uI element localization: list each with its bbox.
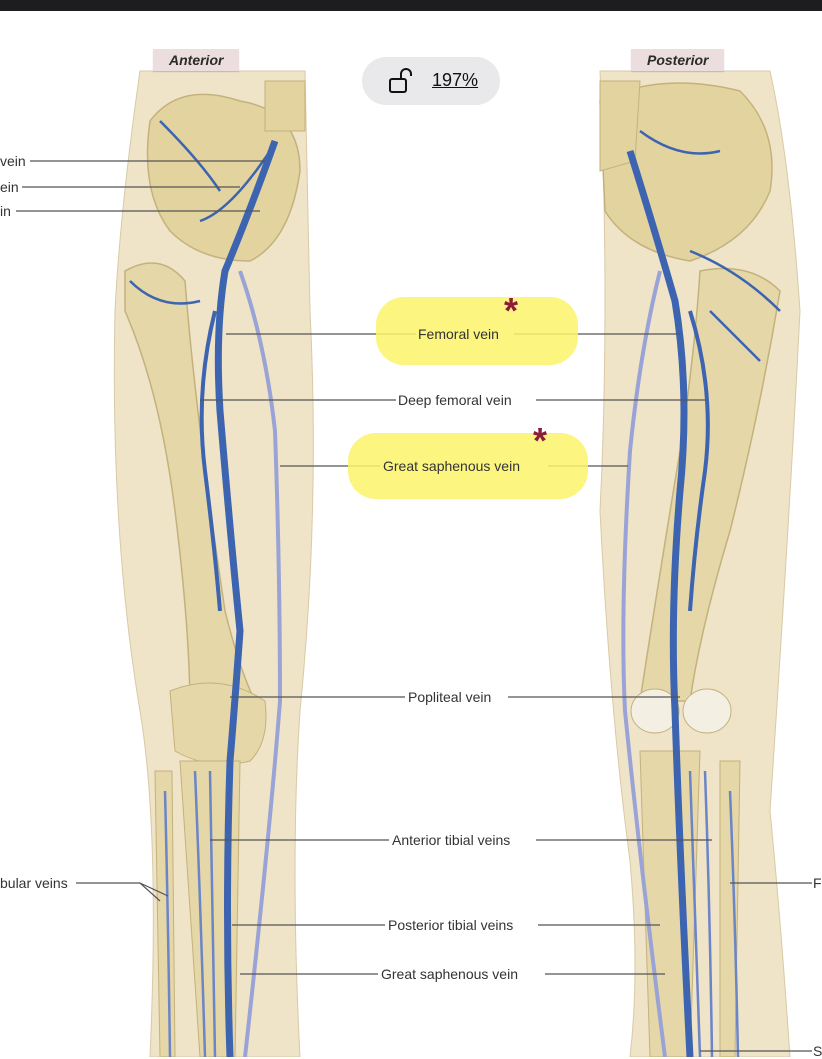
star-annotation-saphenous: * (533, 420, 548, 461)
leader-lines (16, 160, 812, 1052)
anterior-leg (113, 70, 314, 1057)
popliteal-vein-label: Popliteal vein (408, 689, 492, 705)
anterior-iliac-branches (129, 120, 272, 305)
posterior-leg (599, 70, 801, 1057)
anterior-knee (169, 682, 267, 765)
edge-label-s: S (813, 1043, 822, 1059)
edge-label-3: in (0, 203, 11, 219)
posterior-fibula (719, 760, 741, 1057)
femoral-vein-label: Femoral vein (418, 326, 499, 342)
anterior-tibial-veins (193, 770, 217, 1057)
anterior-fibular-veins (163, 790, 172, 1057)
anterior-tibial-veins-label: Anterior tibial veins (392, 832, 511, 848)
posterior-tibial-veins (688, 770, 714, 1057)
anterior-view-label: Anterior (153, 49, 240, 71)
great-saphenous-vein-lower-label: Great saphenous vein (381, 966, 518, 982)
edge-label-2: ein (0, 179, 19, 195)
highlight-femoral-vein (376, 297, 578, 365)
posterior-view-label: Posterior (631, 49, 725, 71)
posterior-condyle-left (630, 688, 680, 734)
edge-label-fibular: bular veins (0, 875, 68, 891)
leader-fibular-branch-a (139, 882, 169, 897)
posterior-great-saphenous-vein (621, 270, 667, 1057)
anterior-deep-femoral-vein (199, 310, 222, 612)
posterior-deep-vein (626, 149, 694, 1057)
leg-veins-illustration (16, 70, 812, 1057)
posterior-tibial-veins-label: Posterior tibial veins (388, 917, 514, 933)
great-saphenous-vein-label: Great saphenous vein (383, 458, 520, 474)
deep-femoral-vein-label: Deep femoral vein (398, 392, 512, 408)
posterior-gluteal-branches (639, 129, 781, 362)
edge-label-f: F (813, 875, 822, 891)
anterior-femur (124, 262, 257, 712)
posterior-deep-femoral-vein (688, 310, 710, 612)
posterior-pelvis (599, 82, 773, 262)
edge-label-1: vein (0, 153, 26, 169)
anterior-deep-vein (214, 139, 279, 1057)
anterior-spine (264, 80, 306, 132)
anterior-great-saphenous-vein (238, 270, 283, 1057)
zoom-indicator[interactable]: 197% (362, 57, 500, 105)
anterior-pelvis (146, 93, 301, 262)
posterior-fibular-veins (728, 790, 740, 1057)
leader-fibular-branch-b (139, 882, 161, 902)
unlock-icon[interactable] (388, 68, 412, 94)
zoom-level-value[interactable]: 197% (432, 70, 479, 90)
anatomy-figure: * * Anterior Posterior 197% vein ein in … (0, 11, 822, 1059)
posterior-condyle-right (682, 688, 732, 734)
window-top-bar (0, 0, 822, 11)
highlight-great-saphenous-vein (348, 433, 588, 499)
star-annotation-femoral: * (504, 290, 519, 331)
